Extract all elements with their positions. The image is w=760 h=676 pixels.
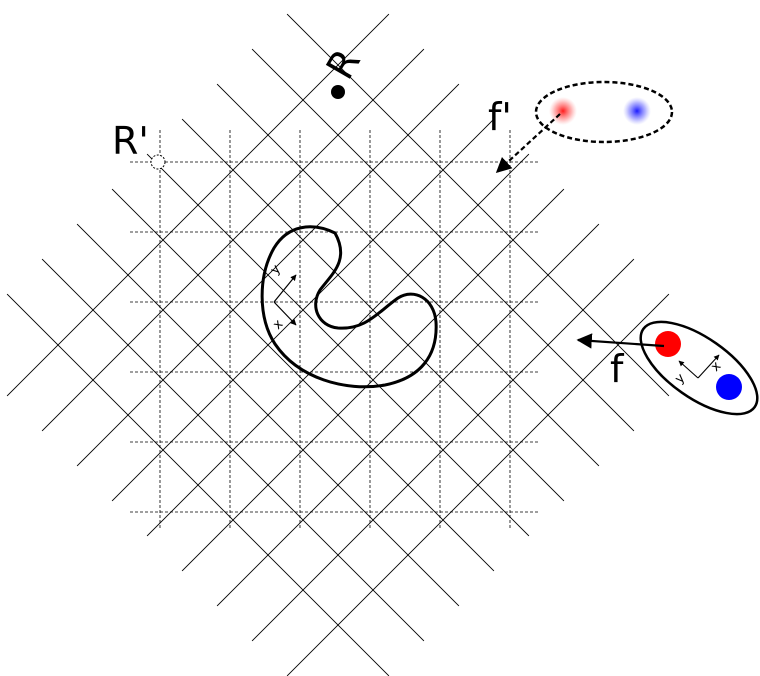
pair-axis-y-label: y [672, 371, 688, 387]
label-R-prime: R' [112, 119, 149, 163]
rigid-body-outline [260, 225, 438, 389]
dashed-grid [130, 130, 540, 530]
body-frame-axes [273, 274, 297, 326]
lattice-line-diag-b [6, 293, 390, 676]
body-axis-y-label: y [268, 262, 285, 278]
rotated-lattice [6, 13, 670, 676]
arrow-f-prime [495, 113, 561, 174]
lattice-point-R-prime [150, 154, 166, 170]
lattice-line-diag-b [286, 13, 670, 397]
blue-particle-blurred [623, 97, 651, 125]
label-f-prime: f' [488, 95, 512, 139]
pair-frame-axes [678, 354, 720, 379]
lattice-line-diag-b [146, 153, 530, 537]
red-particle [655, 331, 681, 357]
lattice-line-diag-b [41, 258, 425, 642]
lattice-line-diag-b [111, 188, 495, 572]
arrow-f [576, 333, 665, 349]
red-particle-blurred [549, 97, 577, 125]
label-f: f [610, 347, 625, 391]
lattice-line-diag-b [216, 83, 600, 467]
lattice-line-diag-b [76, 223, 460, 607]
particle-pair-f-prime-boundary [534, 80, 674, 144]
lattice-point-R [331, 85, 345, 99]
blue-particle [716, 374, 742, 400]
lattice-line-diag-b [251, 48, 635, 432]
particle-pair-f-boundary [639, 320, 759, 416]
lattice-line-diag-b [181, 118, 565, 502]
label-R: R [318, 42, 369, 87]
body-axis-x-label: x [270, 317, 286, 333]
pair-axis-x-label: x [708, 359, 724, 375]
